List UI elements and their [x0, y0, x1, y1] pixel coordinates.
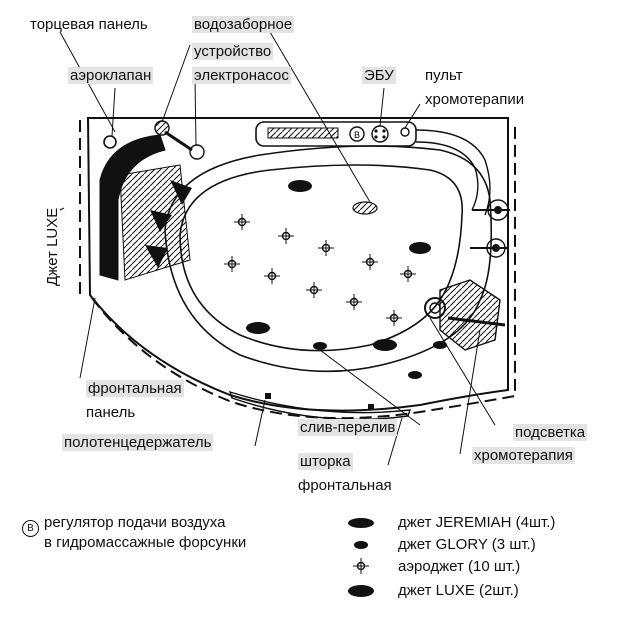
aerojet-icon	[234, 214, 250, 230]
aerojet-icon	[362, 254, 378, 270]
towel-holder	[228, 390, 412, 421]
label-lighting: подсветка	[513, 424, 588, 441]
regulator-b-icon: В	[22, 520, 39, 537]
tub-rim	[164, 145, 493, 373]
label-remote: пульт	[425, 67, 463, 84]
label-remote-chromo: хромотерапии	[425, 91, 525, 108]
label-curtain-front: фронтальная	[298, 477, 392, 494]
label-intake-device: устройство	[192, 43, 274, 60]
air-valve-icon	[103, 135, 117, 149]
air-regulator-icon: B	[349, 126, 365, 142]
pump-fittings-icon	[470, 199, 510, 258]
legend-luxe-icon	[348, 585, 374, 597]
legend-glory: джет GLORY (3 шт.)	[398, 536, 536, 553]
right-pipe	[415, 129, 491, 216]
legend-aerojet: аэроджет (10 шт.)	[398, 558, 521, 575]
glory-jet	[433, 341, 447, 349]
aerojet-icon	[264, 268, 280, 284]
luxe-jet-body	[119, 164, 192, 281]
tub-outer-contour	[86, 117, 509, 412]
aerojet-icon	[386, 310, 402, 326]
intake-grate	[352, 201, 378, 215]
label-chromo: хромотерапия	[472, 447, 575, 464]
legend-regulator-2: в гидромассажные форсунки	[44, 534, 247, 551]
label-ecu: ЭБУ	[362, 67, 396, 84]
ecu-console	[255, 121, 417, 147]
legend-glory-icon	[354, 541, 368, 549]
jeremiah-jet	[246, 322, 270, 334]
jeremiah-jet	[288, 180, 312, 192]
svg-text:B: B	[354, 130, 360, 140]
label-front-panel: фронтальная	[86, 380, 184, 397]
label-air-valve: аэроклапан	[68, 67, 154, 84]
label-front-panel-2: панель	[86, 404, 136, 421]
tub-bowl	[179, 164, 463, 352]
jeremiah-jet	[373, 339, 397, 351]
aerojet-icon	[224, 256, 240, 272]
aerojet-icon	[318, 240, 334, 256]
legend-jeremiah: джет JEREMIAH (4шт.)	[398, 514, 556, 531]
lighting-lamp-icon	[424, 297, 446, 319]
chromo-remote-icon	[400, 127, 410, 137]
legend-regulator-1: регулятор подачи воздуха	[44, 514, 226, 531]
label-end-panel: торцевая панель	[30, 16, 148, 33]
legend-luxe: джет LUXE (2шт.)	[398, 582, 519, 599]
label-curtain: шторка	[298, 453, 353, 470]
chromo-pipe	[447, 316, 506, 327]
label-intake: водозаборное	[192, 16, 295, 33]
water-intake-icon	[154, 120, 205, 160]
label-overflow: слив-перелив	[298, 419, 398, 436]
label-jet-luxe: Джет LUXE	[44, 207, 61, 286]
label-pump: электронасос	[192, 67, 291, 84]
legend-aerojet-icon	[353, 558, 369, 574]
aerojet-icon	[306, 282, 322, 298]
aerojet-icon	[346, 294, 362, 310]
glory-jet	[408, 371, 422, 379]
legend-jeremiah-icon	[348, 518, 374, 528]
ecu-buttons-icon	[371, 125, 389, 143]
front-panel-dashed	[91, 122, 516, 420]
aerojets	[224, 214, 416, 326]
leader-lines	[59, 31, 496, 466]
glory-jet	[313, 342, 327, 350]
intake-grille	[267, 127, 339, 139]
label-towel-holder: полотенцедержатель	[62, 434, 214, 451]
jeremiah-jet	[409, 242, 431, 254]
chromo-unit	[439, 279, 501, 351]
aerojet-icon	[278, 228, 294, 244]
luxe-jet-panel	[99, 134, 166, 281]
aerojet-icon	[400, 266, 416, 282]
